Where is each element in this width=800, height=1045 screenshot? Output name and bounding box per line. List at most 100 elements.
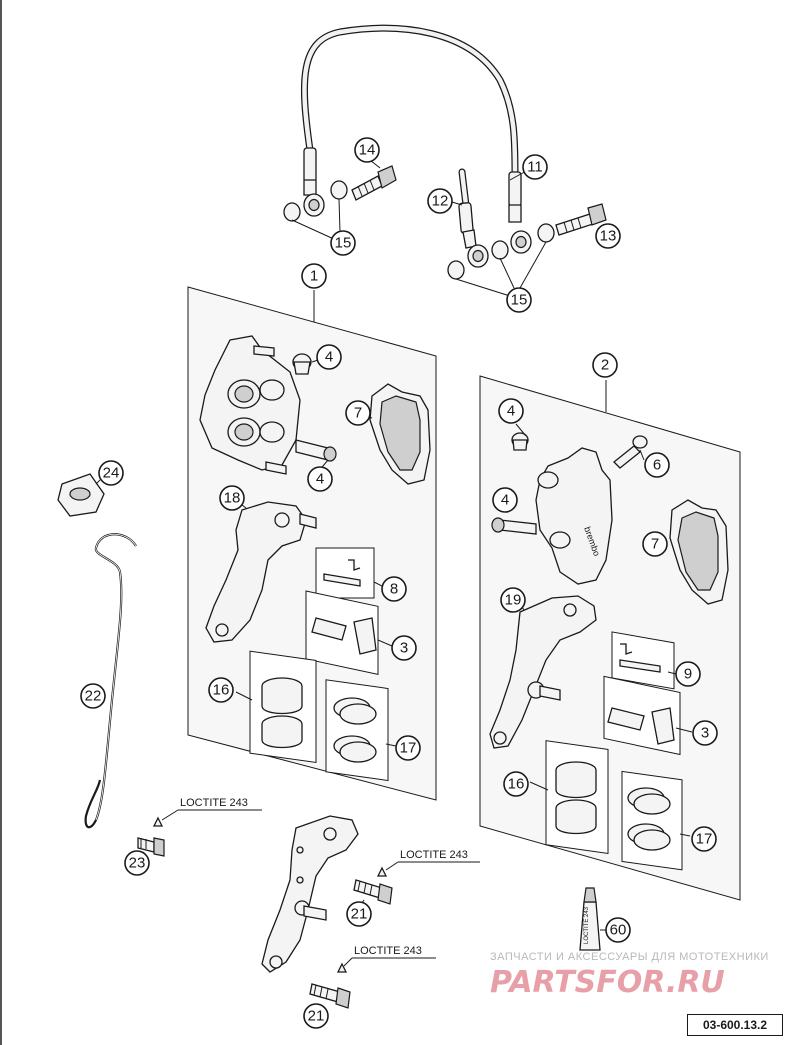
callout-17-right: 17 [691,826,717,852]
pad-spring-kit-3-right [603,675,681,756]
tube-label: LOCTITE 243 [584,906,590,944]
svg-text:4: 4 [316,471,324,488]
bolt-23 [137,816,165,857]
callout-15-left: 15 [330,230,356,256]
svg-text:18: 18 [224,490,241,507]
callout-23: 23 [124,850,150,876]
pin-4b [295,439,337,462]
callout-3-left: 3 [391,635,417,661]
svg-text:60: 60 [610,922,627,939]
grommet-24 [57,473,105,517]
svg-text:8: 8 [390,581,398,598]
svg-text:1: 1 [310,268,318,285]
banjo-bolt-13 [555,203,607,236]
svg-text:4: 4 [507,403,515,420]
callout-8: 8 [381,576,407,602]
callout-21-upper: 21 [346,901,372,927]
brake-hose-12 [458,168,477,249]
svg-text:21: 21 [308,1008,325,1025]
pad-spring-kit-3-left [305,590,379,675]
callout-6: 6 [644,452,670,478]
banjo-fittings [283,180,555,280]
bleed-valve-4a [292,353,312,375]
svg-text:13: 13 [600,228,617,245]
callout-4-d: 4 [492,487,518,513]
svg-text:3: 3 [701,725,709,742]
svg-text:7: 7 [354,405,362,422]
brake-pad-left [369,383,431,485]
brake-caliper-left [199,335,301,475]
callout-17-left: 17 [395,735,421,761]
svg-text:4: 4 [325,349,333,366]
svg-text:4: 4 [501,492,509,509]
callout-13: 13 [595,223,621,249]
callout-4-b: 4 [307,466,333,492]
callout-18: 18 [219,485,245,511]
svg-text:24: 24 [103,465,120,482]
svg-text:22: 22 [85,688,102,705]
callout-16-left: 16 [208,677,234,703]
svg-text:2: 2 [601,357,609,374]
svg-text:17: 17 [696,831,713,848]
callout-9: 9 [675,661,701,687]
svg-text:11: 11 [527,159,543,176]
bolt-21-lower [309,962,351,1009]
pin-4d [491,517,537,535]
callout-7-right: 7 [642,531,668,557]
loctite-label-21-upper: LOCTITE 243 [400,849,468,861]
pin-kit-9 [611,631,675,690]
callout-15-right: 15 [506,287,532,313]
svg-text:14: 14 [359,142,376,159]
svg-text:21: 21 [351,906,368,923]
svg-text:7: 7 [651,536,659,553]
watermark-brand: PARTSFOR.RU [490,965,725,1000]
diagram-code: 03-600.13.2 [687,1014,783,1036]
piston-kit-16-right [545,740,609,855]
seal-kit-17-left [325,679,389,782]
brake-hose-11 [300,24,522,223]
callout-14: 14 [354,137,380,163]
callout-21-lower: 21 [303,1003,329,1029]
svg-text:15: 15 [335,235,352,252]
callout-7-left: 7 [345,400,371,426]
callout-3-right: 3 [692,720,718,746]
callout-12: 12 [427,188,453,214]
svg-text:9: 9 [684,666,692,683]
svg-text:17: 17 [400,740,417,757]
callout-11: 11 [522,154,548,180]
svg-text:12: 12 [432,193,449,210]
svg-text:19: 19 [505,592,522,609]
bleed-valve-4c [511,432,529,451]
svg-text:16: 16 [213,682,230,699]
brake-pad-right [669,499,729,605]
svg-text:6: 6 [653,457,661,474]
callout-19: 19 [500,587,526,613]
callout-2: 2 [592,352,618,378]
caliper-bracket-19 [489,595,597,749]
banjo-bolt-14 [351,165,397,201]
wire-clip-22 [84,533,137,829]
callout-1: 1 [301,263,327,289]
loctite-tube-60: LOCTITE 243 [579,887,601,951]
svg-text:16: 16 [508,776,525,793]
lower-bracket [261,815,359,973]
piston-kit-16-left [249,650,317,763]
loctite-label-23: LOCTITE 243 [180,797,248,809]
seal-kit-17-right [621,770,683,871]
callout-24: 24 [98,460,124,486]
callout-4-a: 4 [316,344,342,370]
bleeder-6 [613,435,648,469]
svg-text:15: 15 [511,292,528,309]
callout-16-right: 16 [503,771,529,797]
callout-4-c: 4 [498,398,524,424]
callout-60: 60 [605,917,631,943]
watermark-subtitle: ЗАПЧАСТИ И АКСЕССУАРЫ ДЛЯ МОТОТЕХНИКИ [490,951,769,963]
callout-22: 22 [80,683,106,709]
page-left-border [0,0,2,1045]
loctite-label-21-lower: LOCTITE 243 [354,945,422,957]
bolt-21-upper [353,866,393,905]
brake-caliper-right: brembo [535,447,613,585]
caliper-bracket-18 [205,501,317,643]
svg-text:3: 3 [400,640,408,657]
